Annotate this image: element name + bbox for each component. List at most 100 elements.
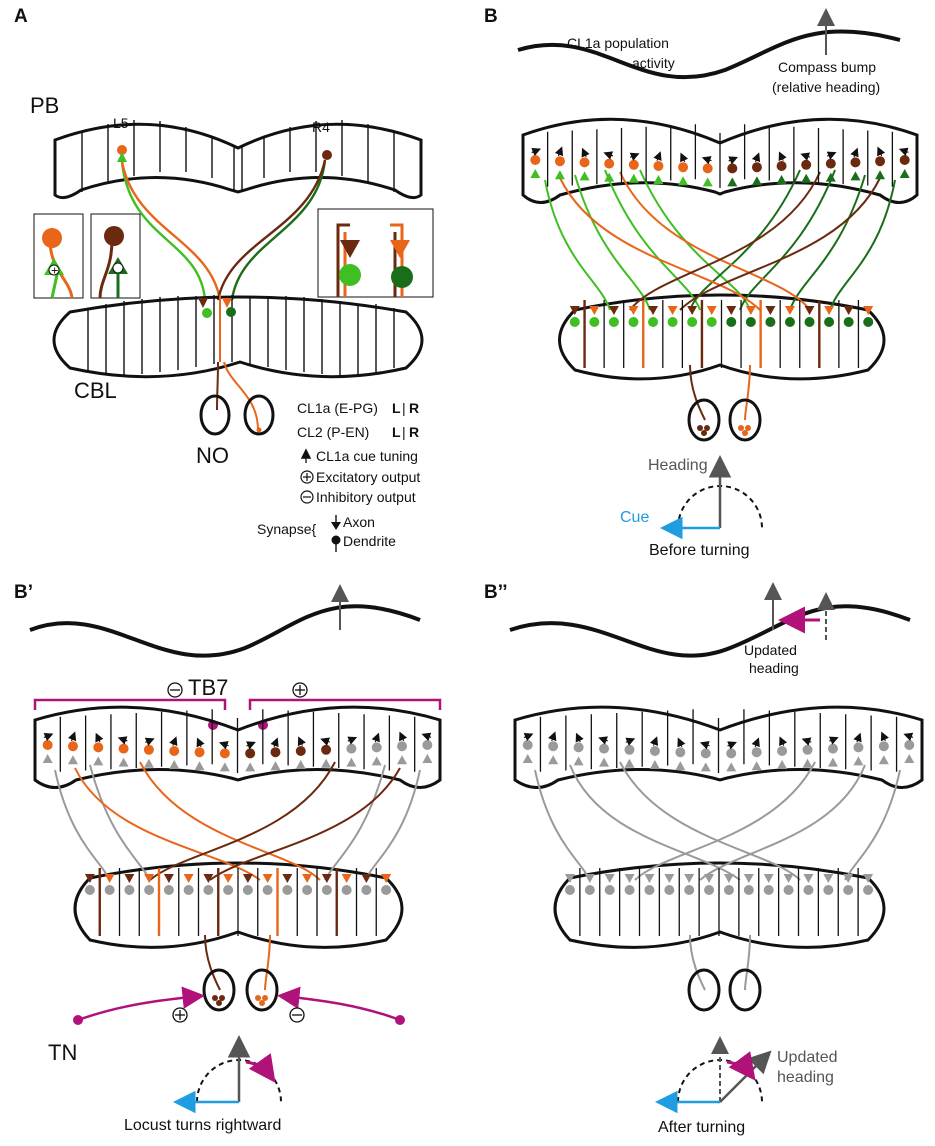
pb-soma	[878, 741, 889, 752]
cbl-dendrite	[604, 885, 615, 895]
compass-bump-2: (relative heading)	[772, 79, 880, 95]
cbl-dendrite	[584, 885, 595, 895]
cbl-axon-terminal	[723, 874, 734, 883]
cbl-dendrite	[564, 885, 575, 895]
cbl-axon-terminal	[706, 306, 717, 315]
cbl-dendrite	[163, 885, 174, 895]
tuning-arrow-icon	[800, 152, 811, 161]
pb-soma	[653, 161, 664, 171]
pb-axon-terminal	[604, 172, 615, 182]
compass-bump-1: Compass bump	[778, 59, 876, 75]
cbl-axon-terminal	[863, 306, 874, 315]
legend-cl1a-sep: |	[402, 400, 406, 416]
pb-soma	[801, 159, 812, 170]
pb-axon-terminal	[42, 754, 53, 763]
cbl-dendrite	[203, 885, 214, 895]
cbl-dendrite	[628, 317, 639, 327]
pb-soma	[624, 744, 635, 755]
pb-axon-terminal	[878, 755, 889, 765]
cbl-axon-terminal	[687, 306, 698, 315]
panel-b2: B’’ Updated heading Updated heading Afte…	[484, 582, 924, 1136]
cbl-outline-b1	[73, 861, 404, 949]
updated-heading-b2-1: Updated	[777, 1049, 838, 1066]
cbl-dendrite	[242, 885, 253, 895]
pb-axon-terminal	[270, 761, 281, 771]
pb-soma	[270, 747, 281, 758]
cl1a-L-path-a	[120, 161, 207, 301]
cbl-dendrite	[381, 885, 392, 895]
cbl-axon-terminal	[589, 306, 600, 315]
pb-soma	[649, 746, 660, 756]
legend-axon: Axon	[343, 514, 375, 530]
cbl-dendrite	[341, 885, 352, 895]
pb-soma	[522, 740, 533, 750]
pb-soma	[42, 740, 53, 750]
tuning-arrow-icon	[877, 146, 886, 157]
cbl-dendrite	[648, 317, 659, 327]
cbl-axon-terminal	[763, 874, 774, 883]
tuning-arrow-icon	[246, 741, 256, 750]
cbl-axon-terminal	[644, 874, 655, 883]
tuning-arrow-icon	[649, 736, 659, 747]
no-right-b1	[245, 968, 279, 1012]
dendrite-icon	[331, 535, 341, 545]
tb7-left-bar	[33, 698, 227, 710]
svg-text:+: +	[51, 266, 59, 277]
cbl-axon-terminal	[282, 874, 293, 883]
cbl-axon-terminal	[804, 306, 815, 315]
panel-letter-b2: B’’	[484, 582, 508, 603]
pb-soma	[245, 748, 256, 759]
tuning-arrow-icon	[779, 736, 788, 747]
pb-soma	[727, 163, 738, 174]
pb-axon-terminal	[321, 758, 332, 768]
tuning-arrow-icon	[43, 732, 54, 742]
cbl-dendrite	[863, 317, 874, 327]
cbl-dendrite	[824, 317, 835, 327]
cbl-axon-terminal	[843, 306, 854, 315]
cbl-axon-terminal	[803, 874, 814, 883]
tuning-arrow-icon	[826, 151, 837, 160]
panel-letter-b1: B’	[14, 582, 33, 603]
pb-axon-terminal	[628, 173, 639, 183]
legend-inhibitory: Inhibitory output	[316, 489, 416, 505]
cbl-dendrite	[863, 885, 874, 895]
tuning-arrow-icon	[850, 147, 859, 158]
tuning-arrow-icon	[751, 737, 760, 748]
cbl-axon-terminal	[743, 874, 754, 883]
cbl-dendrite	[624, 885, 635, 895]
pb-axon-terminal	[530, 169, 541, 178]
pb-axon-terminal	[700, 762, 711, 772]
cbl-dendrite	[321, 885, 332, 895]
cbl-axon-terminal	[242, 874, 253, 883]
pb-axon-terminal	[827, 757, 838, 767]
tuning-arrow-icon	[828, 736, 839, 745]
tb7-right-bar	[248, 698, 442, 710]
no-left-b2	[687, 968, 721, 1012]
cbl-dendrite	[784, 317, 795, 327]
cbl-axon-terminal	[163, 874, 174, 883]
pb-axon-terminal	[397, 755, 408, 765]
cbl-axon-terminal	[321, 874, 332, 883]
legend-cl2: CL2 (P-EN)	[297, 424, 369, 440]
legend: CL1a (E-PG) L | R CL2 (P-EN) L | R CL1a …	[257, 400, 420, 552]
crossing-fibers-b1	[54, 761, 421, 991]
cbl-dendrite	[706, 317, 717, 327]
tuning-arrow-icon	[554, 146, 564, 157]
pb-axon-terminal	[726, 762, 737, 772]
tuning-arrow-icon	[399, 731, 408, 742]
cbl-dendrite	[763, 885, 774, 895]
cue-label-b: Cue	[620, 509, 649, 526]
cl2-R-path-a	[216, 159, 327, 301]
cbl-dendrite	[589, 317, 600, 327]
cbl-axon-terminal	[863, 874, 874, 883]
pb-soma	[777, 746, 788, 756]
pb-soma	[321, 744, 332, 755]
pb-axon-terminal	[219, 762, 230, 772]
caption-b: Before turning	[649, 542, 750, 559]
pb-soma	[143, 744, 154, 755]
pb-axon-terminal	[850, 171, 861, 181]
pb-axon-terminal	[422, 754, 433, 763]
cbl-axon-terminal	[381, 874, 392, 883]
pb-soma	[371, 742, 382, 753]
